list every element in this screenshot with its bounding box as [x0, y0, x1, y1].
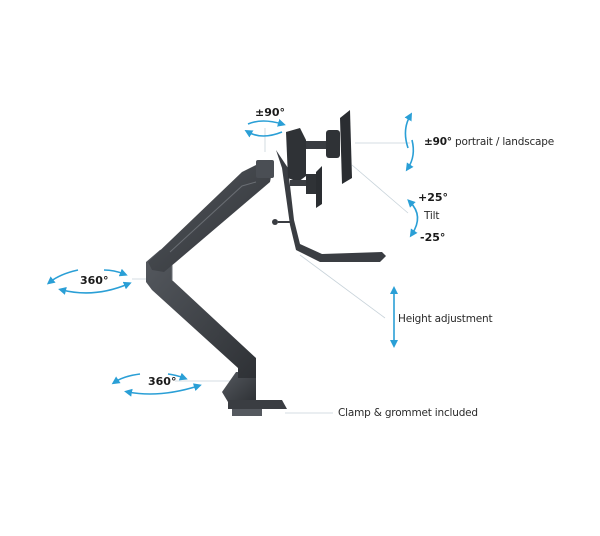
tilt-up-degrees: +25°	[418, 191, 449, 204]
base-swivel-arrow-icon	[111, 372, 202, 397]
elbow-swivel-arrow-icon	[46, 268, 132, 295]
tilt-head	[272, 110, 386, 262]
clamp-label: Clamp & grommet included	[338, 407, 478, 419]
elbow-swivel-degrees: 360°	[80, 274, 109, 287]
rotation-degrees: ±90°	[424, 136, 452, 148]
tilt-arrow-icon	[407, 199, 419, 238]
clamp-base	[222, 372, 287, 416]
upper-arm	[148, 160, 274, 272]
leader-lines	[132, 128, 410, 414]
rotation-arrow-icon	[404, 112, 415, 172]
tilt-down-degrees: -25°	[420, 231, 446, 244]
swivel-head-arrow-icon	[244, 119, 286, 138]
rotation-label: ±90° portrait / landscape	[424, 136, 554, 148]
tilt-label: Tilt	[424, 210, 440, 222]
height-adjustment-label: Height adjustment	[398, 313, 493, 325]
swivel-head-degrees: ±90°	[255, 106, 286, 119]
adjustment-arrows	[46, 112, 419, 397]
base-swivel-degrees: 360°	[148, 375, 177, 388]
rotation-text: portrait / landscape	[455, 136, 555, 148]
